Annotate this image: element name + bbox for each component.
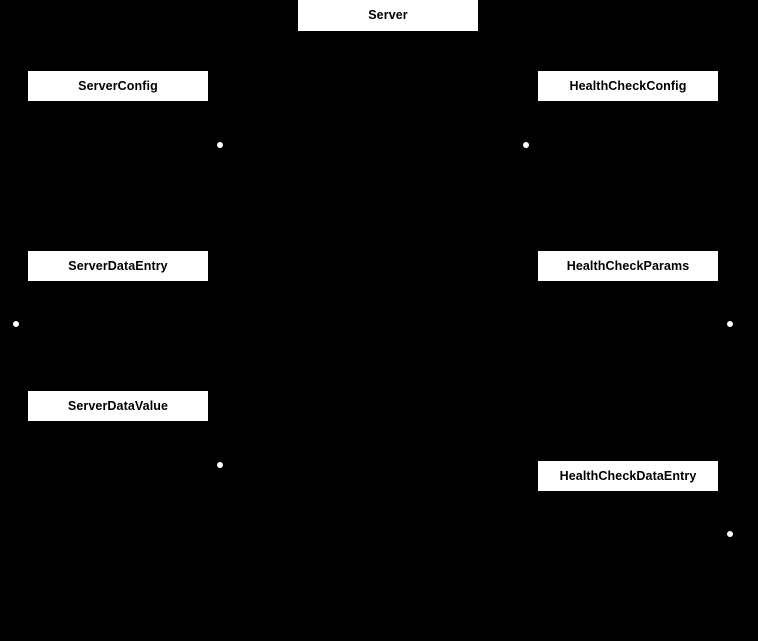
edge-marker-marker-1 <box>217 142 223 148</box>
edge-marker-marker-2 <box>523 142 529 148</box>
class-node-server-config[interactable]: ServerConfig <box>28 71 208 101</box>
class-node-server-data-value[interactable]: ServerDataValue <box>28 391 208 421</box>
edge-marker-marker-6 <box>727 531 733 537</box>
class-node-server[interactable]: Server <box>298 0 478 31</box>
class-node-health-check-params[interactable]: HealthCheckParams <box>538 251 718 281</box>
class-node-label: ServerConfig <box>78 78 158 93</box>
class-node-label: HealthCheckDataEntry <box>559 468 697 483</box>
class-node-label: ServerDataEntry <box>68 258 168 273</box>
edge-marker-marker-4 <box>727 321 733 327</box>
edge-marker-marker-3 <box>13 321 19 327</box>
class-node-server-data-entry[interactable]: ServerDataEntry <box>28 251 208 281</box>
class-node-label: HealthCheckConfig <box>569 78 687 93</box>
class-node-label: Server <box>368 8 408 23</box>
class-node-health-check-data-entry[interactable]: HealthCheckDataEntry <box>538 461 718 491</box>
class-node-label: ServerDataValue <box>67 398 169 413</box>
class-node-label: HealthCheckParams <box>566 258 690 273</box>
edge-marker-marker-5 <box>217 462 223 468</box>
class-node-health-check-config[interactable]: HealthCheckConfig <box>538 71 718 101</box>
